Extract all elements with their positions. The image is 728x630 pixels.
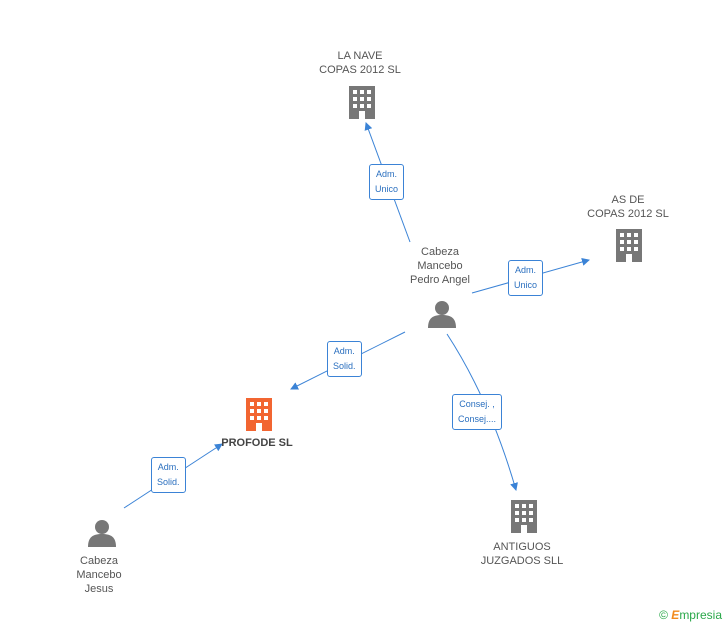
person-name-line1: Cabeza — [80, 555, 118, 567]
edge-label-line1: Adm. — [157, 462, 179, 472]
building-icon[interactable] — [243, 397, 275, 431]
edge-label-line2: Unico — [514, 280, 538, 290]
building-icon[interactable] — [613, 228, 645, 262]
edge-label-line1: Adm. — [333, 346, 355, 356]
person-label-pedro[interactable]: Cabeza Mancebo Pedro Angel — [380, 245, 500, 287]
person-icon[interactable] — [427, 300, 457, 328]
person-icon[interactable] — [87, 519, 117, 547]
company-label-as-de[interactable]: AS DE COPAS 2012 SL — [568, 193, 688, 221]
edge-label-line2: Solid. — [157, 477, 180, 487]
edge-label-line2: Consej.... — [458, 414, 497, 424]
edge-label-la-nave[interactable]: Adm. Unico — [369, 164, 405, 200]
edge-label-line1: Adm. — [515, 265, 537, 275]
company-name-line2: COPAS 2012 SL — [587, 208, 669, 220]
company-label-la-nave[interactable]: LA NAVE COPAS 2012 SL — [300, 49, 420, 77]
company-name-line2: COPAS 2012 SL — [319, 64, 401, 76]
edge-label-line2: Unico — [375, 184, 399, 194]
person-name-line1: Cabeza — [421, 246, 459, 258]
company-name-line1: LA NAVE — [337, 50, 383, 62]
edge-label-antiguos[interactable]: Consej. , Consej.... — [452, 394, 503, 430]
edge-label-line2: Solid. — [333, 361, 356, 371]
person-name-line3: Pedro Angel — [410, 274, 470, 286]
person-label-jesus[interactable]: Cabeza Mancebo Jesus — [49, 554, 149, 596]
edge-label-jesus-profode[interactable]: Adm. Solid. — [151, 457, 186, 493]
person-name-line3: Jesus — [84, 583, 114, 595]
building-icon[interactable] — [346, 85, 378, 119]
edge-label-profode[interactable]: Adm. Solid. — [327, 341, 362, 377]
company-name-line2: JUZGADOS SLL — [480, 555, 564, 567]
company-name-line1: ANTIGUOS — [493, 541, 551, 553]
person-name-line2: Mancebo — [76, 569, 122, 581]
edge-label-line1: Consej. , — [459, 399, 495, 409]
edge-label-line1: Adm. — [376, 169, 398, 179]
edge-label-as-de[interactable]: Adm. Unico — [508, 260, 544, 296]
building-icon[interactable] — [508, 499, 540, 533]
company-label-profode[interactable]: PROFODE SL — [207, 436, 307, 450]
brand-initial: E — [671, 608, 680, 622]
company-label-antiguos[interactable]: ANTIGUOS JUZGADOS SLL — [462, 540, 582, 568]
brand-logo: © Empresia — [659, 608, 722, 622]
person-name-line2: Mancebo — [417, 260, 463, 272]
company-name-line1: PROFODE SL — [221, 437, 293, 449]
brand-name: mpresia — [679, 608, 722, 622]
company-name-line1: AS DE — [611, 194, 645, 206]
copyright-symbol: © — [659, 608, 668, 622]
